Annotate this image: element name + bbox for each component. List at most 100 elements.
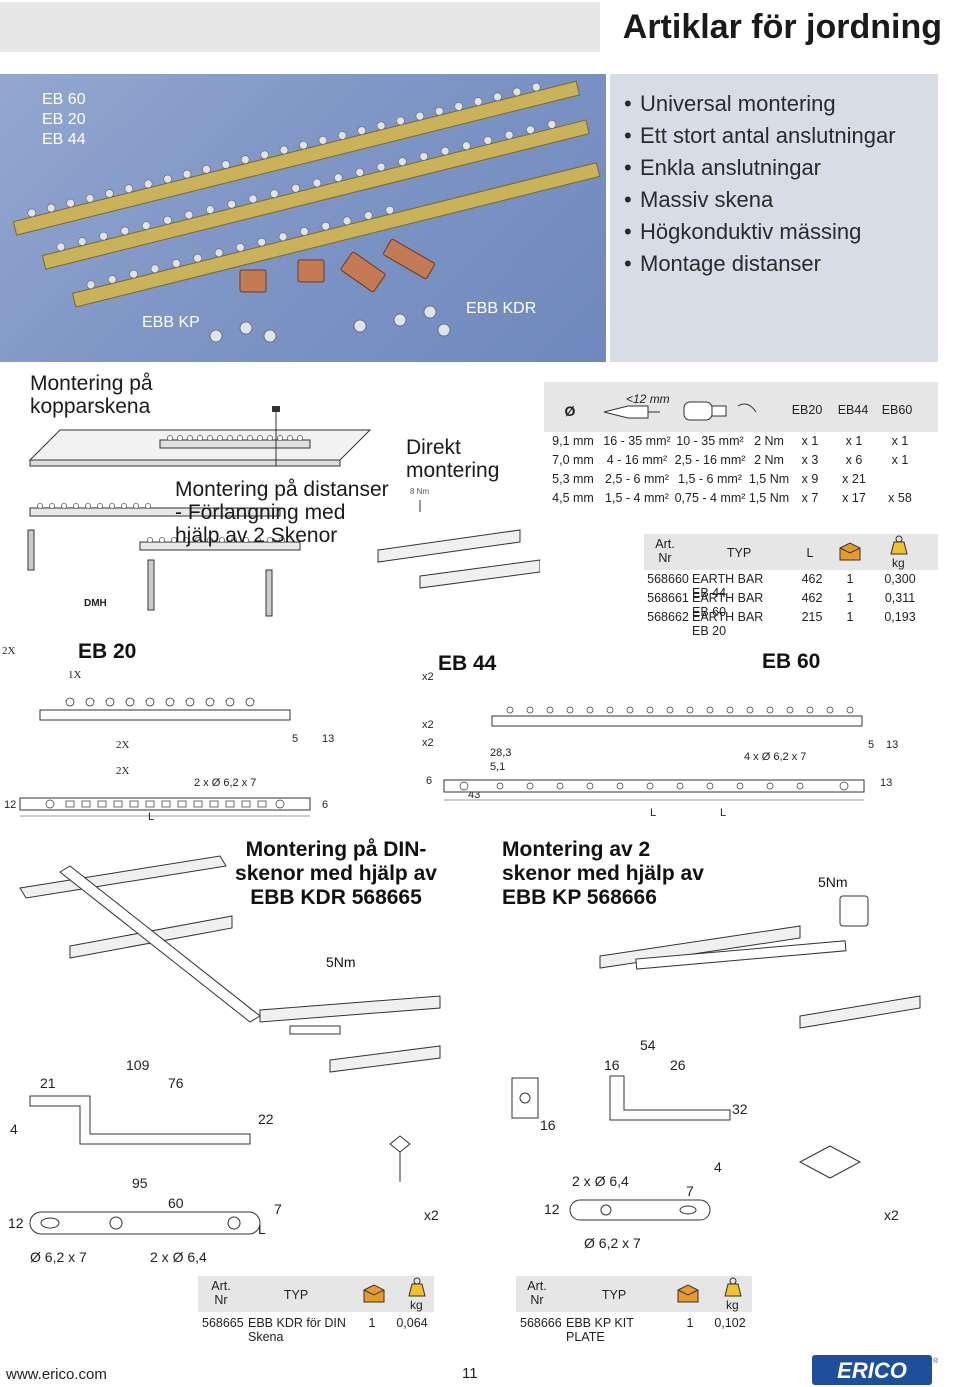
art-table-header-band [644,534,938,570]
dim-label: L [720,807,726,819]
dim-label: 12 [4,799,16,811]
art-col-nr-line: Art. [655,537,675,551]
product-photo [0,74,606,362]
spec-col-diameter: Ø [564,403,576,419]
kp-dimension-drawing: 54 16 26 16 32 4 2 x Ø 6,4 7 12 Ø 6,2 x … [511,1037,899,1251]
art-col-kg: kg [892,556,905,570]
copper-mount-title-line: kopparskena [30,395,151,418]
dim-label: 13 [886,739,898,751]
dim-label: 4 [10,1121,18,1137]
product-photo-illustration [12,80,601,343]
dim-label: x2 [422,737,434,749]
dim-label: 5,1 [490,761,505,773]
spec-cell: 1,5 Nm [748,491,790,505]
table-row: 568661 EARTH BAR EB 60 462 1 0,311 [644,591,938,619]
art-cell: 462 [801,572,823,586]
spec-cell: x 3 [801,453,819,467]
table-row: 568665 EBB KDR för DIN Skena 1 0,064 [198,1316,434,1344]
kp-col-nr-line: Nr [530,1293,544,1307]
feature-item: Ett stort antal anslutningar [624,120,938,152]
table-row: 568666 EBB KP KIT PLATE 1 0,102 [516,1316,752,1344]
kp-mount-title: Montering av 2 skenor med hjälp av EBB K… [502,838,742,910]
direct-mount-title-line: Direkt [406,436,461,459]
package-icon [839,542,861,561]
kdr-cell: EBB KDR för DIN Skena [248,1316,346,1344]
din-torque: 5Nm [326,954,356,970]
kdr-col-nr: Art. Nr [206,1279,236,1307]
drawing-title-eb20: EB 20 [78,640,137,663]
spec-cell: x 7 [801,491,819,505]
art-cell: 568662 [647,610,689,624]
spec-col-eb20: EB20 [791,403,823,417]
kp-col-kg: kg [726,1298,739,1312]
dim-label: 32 [732,1101,748,1117]
kp-cell: 0,102 [714,1316,746,1330]
dim-label: 12 [544,1201,560,1217]
table-row: 9,1 mm 16 - 35 mm² 10 - 35 mm² 2 Nm x 1 … [544,434,938,453]
art-cell: 1 [846,591,854,605]
direct-mount-title-line: montering [406,459,500,482]
website-link[interactable]: www.erico.com [6,1366,107,1383]
art-col-type: TYP [726,546,752,560]
spec-cell: x 6 [845,453,863,467]
spec-cell: 7,0 mm [552,453,594,467]
art-cell: 0,311 [884,591,916,605]
dim-label: 7 [686,1183,694,1199]
dim-label: 4 [714,1159,722,1175]
spec-cell: 1,5 Nm [748,472,790,486]
drawing-title-eb44: EB 44 [438,652,497,675]
photo-model-eb60: EB 60 [42,91,86,108]
spec-col-length-note: <12 mm [626,392,670,406]
spec-cell: 10 - 35 mm² [676,434,744,448]
dim-label: 5 [292,733,298,745]
dim-label: 7 [274,1201,282,1217]
distance-mount-title-line: hjälp av 2 Skenor [175,524,338,547]
spec-cell: 9,1 mm [552,434,594,448]
dim-label: L [148,811,154,823]
title-bar: Artiklar för jordning [0,0,960,60]
spec-cell: 5,3 mm [552,472,594,486]
dim-label: 1X [68,669,82,681]
photo-model-list: EB 60 EB 20 EB 44 [42,90,86,150]
kp-torque: 5Nm [818,874,848,890]
spec-cell: 2,5 - 16 mm² [674,453,746,467]
torque-small-label: 8 Nm [410,487,429,496]
table-row: 4,5 mm 1,5 - 4 mm² 0,75 - 4 mm² 1,5 Nm x… [544,491,938,510]
kdr-col-nr-line: Nr [214,1293,228,1307]
photo-label-ebb-kdr: EBB KDR [466,300,537,317]
feature-item: Högkonduktiv mässing [624,216,938,248]
art-cell: EARTH BAR EB 60 [692,591,764,619]
page-number: 11 [462,1365,478,1382]
dim-label: 21 [40,1075,56,1091]
spec-cell: x 1 [845,434,863,448]
table-row: 7,0 mm 4 - 16 mm² 2,5 - 16 mm² 2 Nm x 3 … [544,453,938,472]
kp-cell: EBB KP KIT PLATE [566,1316,634,1344]
title-band [0,2,600,52]
art-cell: EARTH BAR EB 44 [692,572,764,600]
drawing-title-eb60: EB 60 [762,650,821,673]
spec-cell: 2 Nm [754,434,784,448]
feature-item: Massiv skena [624,184,938,216]
logo-text: ERICO [837,1358,907,1383]
dim-label: 95 [132,1175,148,1191]
dim-label: 54 [640,1037,656,1053]
copper-mount-title-line: Montering på [30,372,153,395]
spec-cell: 0,75 - 4 mm² [674,491,746,505]
photo-model-eb44: EB 44 [42,131,86,148]
kp-mount-title-line: EBB KP 568666 [502,886,657,909]
dim-label: 26 [670,1057,686,1073]
weight-icon [890,535,908,555]
dim-label: 28,3 [490,747,511,759]
technical-drawings: 2X 1X 2X 2X 2 x Ø 6,2 x 7 5 13 12 6 L x2… [2,645,898,823]
kdr-cell: 0,064 [396,1316,428,1330]
spec-cell: 1,5 - 6 mm² [678,472,742,486]
table-row: 568660 EARTH BAR EB 44 462 1 0,300 [644,572,938,600]
din-mount-title: Montering på DIN- skenor med hjälp av EB… [228,838,444,910]
spec-cell: x 9 [801,472,819,486]
spec-cell: x 21 [842,472,866,486]
dim-label: 13 [322,733,334,745]
dim-label: x2 [422,719,434,731]
dim-label: Ø 6,2 x 7 [584,1235,641,1251]
spec-col-eb60: EB60 [881,403,913,417]
kdr-cell: 568665 [202,1316,244,1330]
